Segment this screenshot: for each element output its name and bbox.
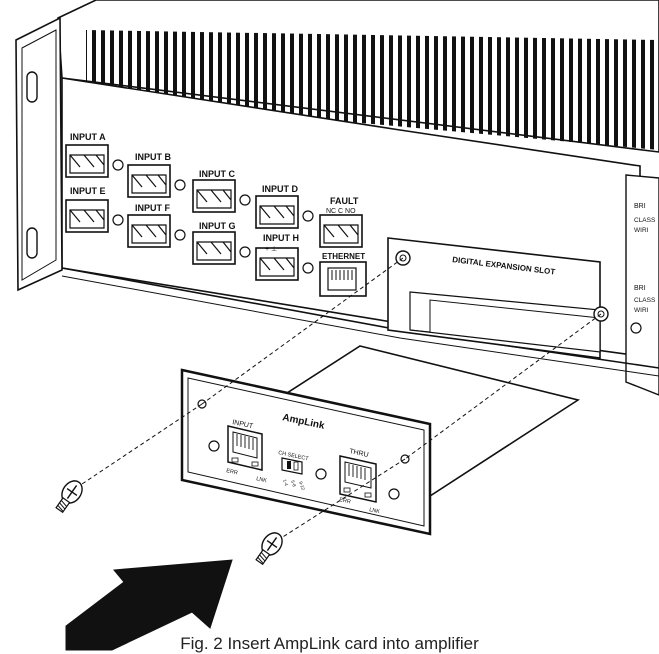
connector-fault bbox=[319, 214, 363, 248]
amplifier-chassis: INPUT A INPUT B INPUT C INPUT D INPUT E … bbox=[15, 0, 659, 396]
card-thru-label: THRU bbox=[349, 448, 369, 459]
side-label-2: CLASS bbox=[634, 217, 656, 224]
digital-expansion-slot: DIGITAL EXPANSION SLOT bbox=[387, 237, 609, 359]
connector-input-c bbox=[192, 179, 251, 213]
ch-select-opt-3: 9-12 bbox=[298, 481, 306, 492]
mounting-screw-left bbox=[55, 480, 83, 514]
alignment-lines bbox=[75, 257, 602, 541]
ventilation-grille bbox=[86, 30, 659, 150]
label-input-b: INPUT B bbox=[135, 152, 172, 162]
card-input-label: INPUT bbox=[232, 419, 255, 430]
label-input-a: INPUT A bbox=[70, 132, 106, 142]
label-input-d: INPUT D bbox=[262, 184, 299, 194]
connector-input-d bbox=[255, 195, 314, 229]
connector-input-e bbox=[65, 199, 124, 233]
card-thru-jack bbox=[339, 455, 377, 503]
side-label-6: WIRI bbox=[634, 307, 649, 314]
label-input-h-polarity: + ⊥ bbox=[265, 246, 277, 253]
ethernet-jack bbox=[319, 261, 367, 297]
label-input-f: INPUT F bbox=[135, 203, 171, 213]
label-input-g: INPUT G bbox=[199, 221, 236, 231]
label-input-h: INPUT H bbox=[263, 233, 299, 243]
card-thru-err: ERR bbox=[339, 497, 352, 505]
rack-hole-top bbox=[26, 71, 38, 103]
card-input-err: ERR bbox=[226, 468, 239, 476]
label-input-c: INPUT C bbox=[199, 169, 236, 179]
amplink-card: AmpLink INPUT ERR LNK CH SELECT 1-4 5-8 … bbox=[180, 345, 580, 536]
side-label-3: WIRI bbox=[634, 227, 649, 234]
card-input-lnk: LNK bbox=[256, 476, 268, 484]
ch-select-opt-1: 1-4 bbox=[282, 479, 289, 487]
ch-select-opt-2: 5-8 bbox=[290, 480, 297, 488]
connector-input-f bbox=[127, 214, 186, 248]
rack-ear bbox=[15, 16, 63, 292]
input-connectors bbox=[65, 144, 367, 297]
card-input-jack bbox=[227, 425, 263, 471]
card-thru-lnk: LNK bbox=[369, 507, 381, 515]
side-label-4: BRI bbox=[634, 285, 646, 292]
connector-input-b bbox=[127, 164, 186, 198]
label-ethernet: ETHERNET bbox=[322, 252, 365, 261]
label-fault-pins: NC C NO bbox=[326, 208, 356, 215]
side-label-5: CLASS bbox=[634, 297, 656, 304]
side-label-1: BRI bbox=[634, 203, 646, 210]
label-fault: FAULT bbox=[330, 196, 359, 206]
insertion-arrow bbox=[65, 559, 233, 651]
connector-input-a bbox=[65, 144, 124, 178]
mounting-screw-right bbox=[255, 532, 283, 566]
connector-input-h bbox=[255, 247, 314, 281]
connector-input-g bbox=[192, 231, 251, 265]
ch-select-switch bbox=[281, 457, 303, 475]
figure-caption: Fig. 2 Insert AmpLink card into amplifie… bbox=[180, 634, 479, 653]
rack-hole-bottom bbox=[26, 227, 38, 259]
label-input-e: INPUT E bbox=[70, 186, 106, 196]
